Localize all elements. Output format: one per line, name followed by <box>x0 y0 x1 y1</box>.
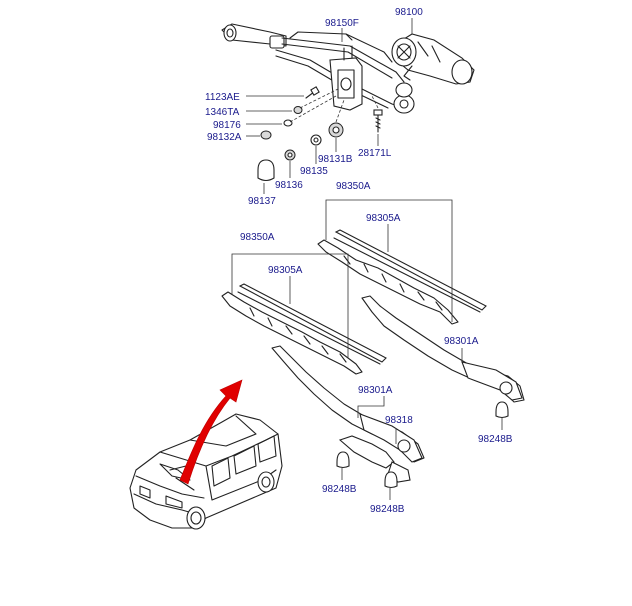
bottom-arm-cap <box>384 471 398 489</box>
leader-lines <box>231 18 503 500</box>
left-wiper-blade <box>221 283 387 375</box>
label-98350A-left: 98350A <box>240 232 275 243</box>
small-hardware <box>257 86 383 182</box>
left-arm-cap <box>336 451 350 469</box>
label-98137: 98137 <box>248 196 276 207</box>
label-98318: 98318 <box>385 415 413 426</box>
left-wiper-arm <box>271 345 425 483</box>
label-28171L: 28171L <box>358 148 392 159</box>
vehicle-illustration <box>129 413 283 530</box>
wiper-linkage-assembly <box>221 23 475 114</box>
label-98131B: 98131B <box>318 154 353 165</box>
right-wiper-blade <box>317 229 487 325</box>
part-labels: 98100 98150F 1123AE 1346TA 98176 98132A … <box>205 7 513 515</box>
label-1346TA: 1346TA <box>205 107 240 118</box>
label-98248B-bottom: 98248B <box>370 504 405 515</box>
label-98176: 98176 <box>213 120 241 131</box>
location-arrow <box>179 379 243 485</box>
label-98100: 98100 <box>395 7 423 18</box>
label-98350A-right: 98350A <box>336 181 371 192</box>
label-98132A: 98132A <box>207 132 242 143</box>
right-wiper-arm <box>361 295 525 403</box>
label-98305A-left: 98305A <box>268 265 303 276</box>
label-1123AE: 1123AE <box>205 92 240 103</box>
label-98301A-right: 98301A <box>444 336 479 347</box>
label-98248B-right: 98248B <box>478 434 513 445</box>
label-98248B-left: 98248B <box>322 484 357 495</box>
label-98135: 98135 <box>300 166 328 177</box>
label-98301A-left: 98301A <box>358 385 393 396</box>
label-98136: 98136 <box>275 180 303 191</box>
label-98150F: 98150F <box>325 18 359 29</box>
label-98305A-right: 98305A <box>366 213 401 224</box>
right-arm-cap <box>495 401 509 419</box>
